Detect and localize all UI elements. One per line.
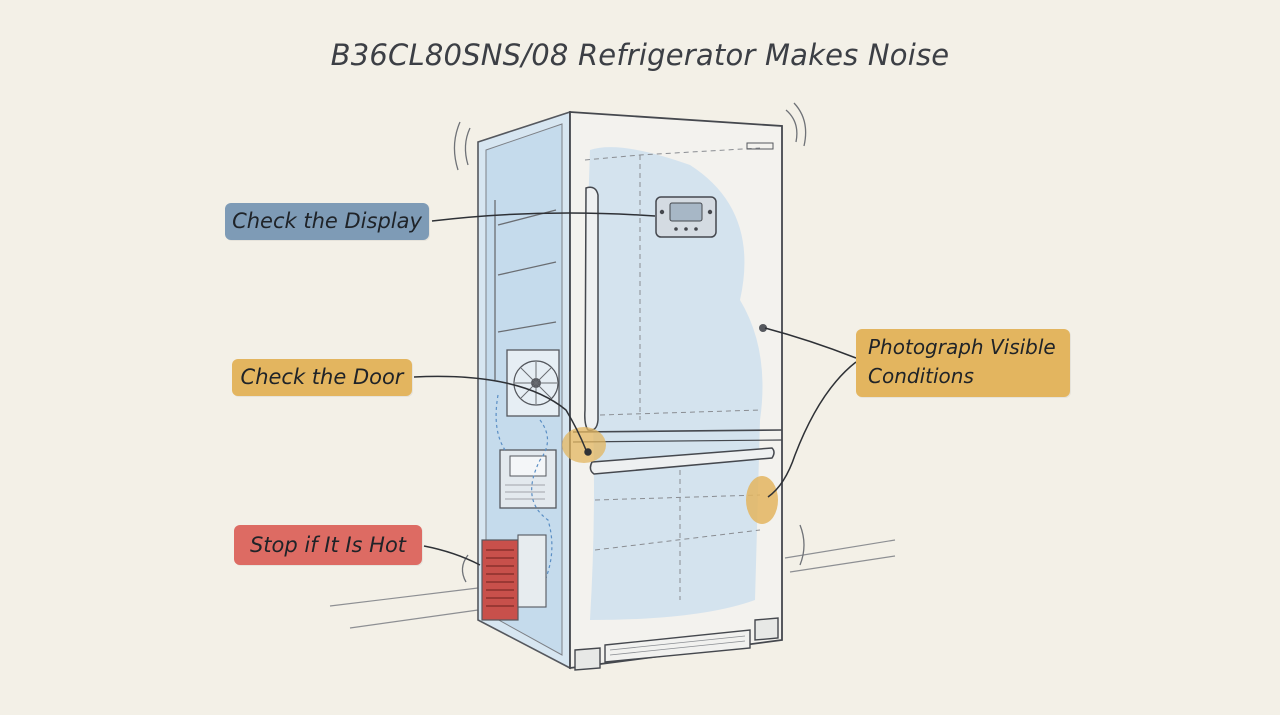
- interior-dashes: [584, 147, 761, 600]
- callout-check-door: Check the Door: [232, 359, 412, 396]
- compressor-vent: [481, 534, 547, 621]
- callout-photo-line1: Photograph Visible: [868, 335, 1056, 359]
- callout-check-display: Check the Display: [225, 203, 429, 240]
- display-panel: [655, 196, 717, 238]
- page-title: B36CL80SNS/08 Refrigerator Makes Noise: [330, 38, 950, 72]
- condition-highlight: [746, 476, 778, 524]
- upper-door-handle: [584, 186, 599, 432]
- control-module: [499, 449, 557, 509]
- front-tint: [585, 147, 763, 620]
- callout-stop-if-hot: Stop if It Is Hot: [234, 525, 422, 565]
- callout-photo-line2: Conditions: [868, 364, 974, 388]
- base-plinth: [574, 617, 779, 671]
- callout-photograph-conditions: Photograph Visible Conditions: [856, 329, 1070, 397]
- door-split: [572, 429, 783, 433]
- wiring: [495, 394, 553, 601]
- leader-lines: [413, 212, 857, 566]
- drawer-handle: [589, 447, 775, 475]
- vibration-marks: [453, 102, 807, 583]
- fan-unit: [506, 349, 560, 417]
